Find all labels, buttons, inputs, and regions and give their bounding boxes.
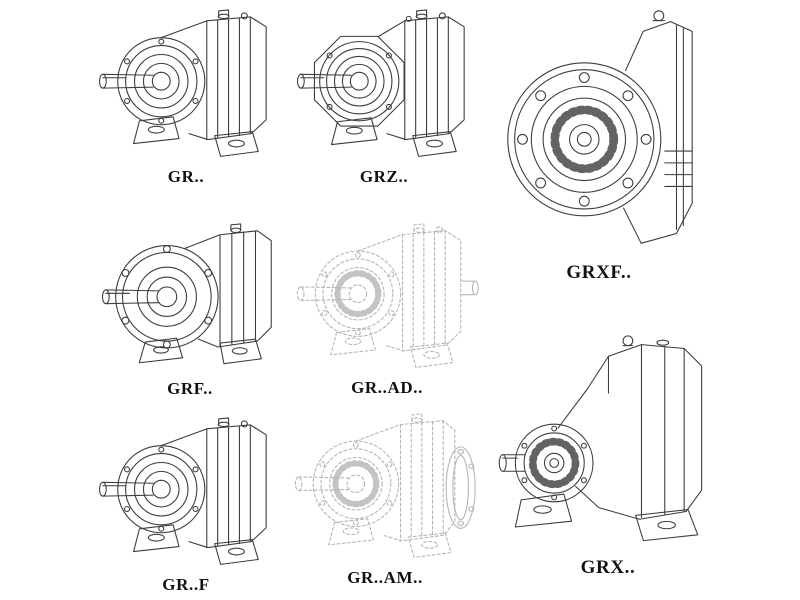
figure-grz: GRZ.. <box>290 6 478 187</box>
gearbox-drawing-gr-am-icon <box>294 413 476 558</box>
figure-gr: GR.. <box>92 6 280 187</box>
gearbox-drawing-gr-f-icon <box>98 417 267 565</box>
label-grf: GRF.. <box>167 378 213 398</box>
label-gr-f: GR..F <box>162 575 210 595</box>
gearbox-drawing-grf-icon <box>101 223 272 365</box>
label-grxf: GRXF.. <box>566 262 632 283</box>
gearbox-drawing-grx-icon <box>498 335 703 542</box>
figure-gr-am: GR..AM.. <box>288 410 482 588</box>
gearbox-drawing-grz-icon <box>296 9 465 157</box>
figure-grx: GRX.. <box>494 300 722 579</box>
figure-grf: GRF.. <box>94 218 286 399</box>
gearbox-drawing-gr-ad-icon <box>296 223 479 368</box>
label-grz: GRZ.. <box>359 167 409 187</box>
label-gr: GR.. <box>167 167 205 187</box>
figure-gr-ad: GR..AD.. <box>290 220 484 398</box>
label-gr-ad: GR..AD.. <box>351 378 423 398</box>
gearbox-drawing-gr-icon <box>98 9 267 157</box>
figure-grxf: GRXF.. <box>496 2 702 284</box>
gearbox-drawing-grxf-icon <box>507 10 693 244</box>
label-gr-am: GR..AM.. <box>347 568 423 588</box>
label-grx: GRX.. <box>580 557 636 579</box>
figure-gr-f: GR..F <box>92 414 280 595</box>
